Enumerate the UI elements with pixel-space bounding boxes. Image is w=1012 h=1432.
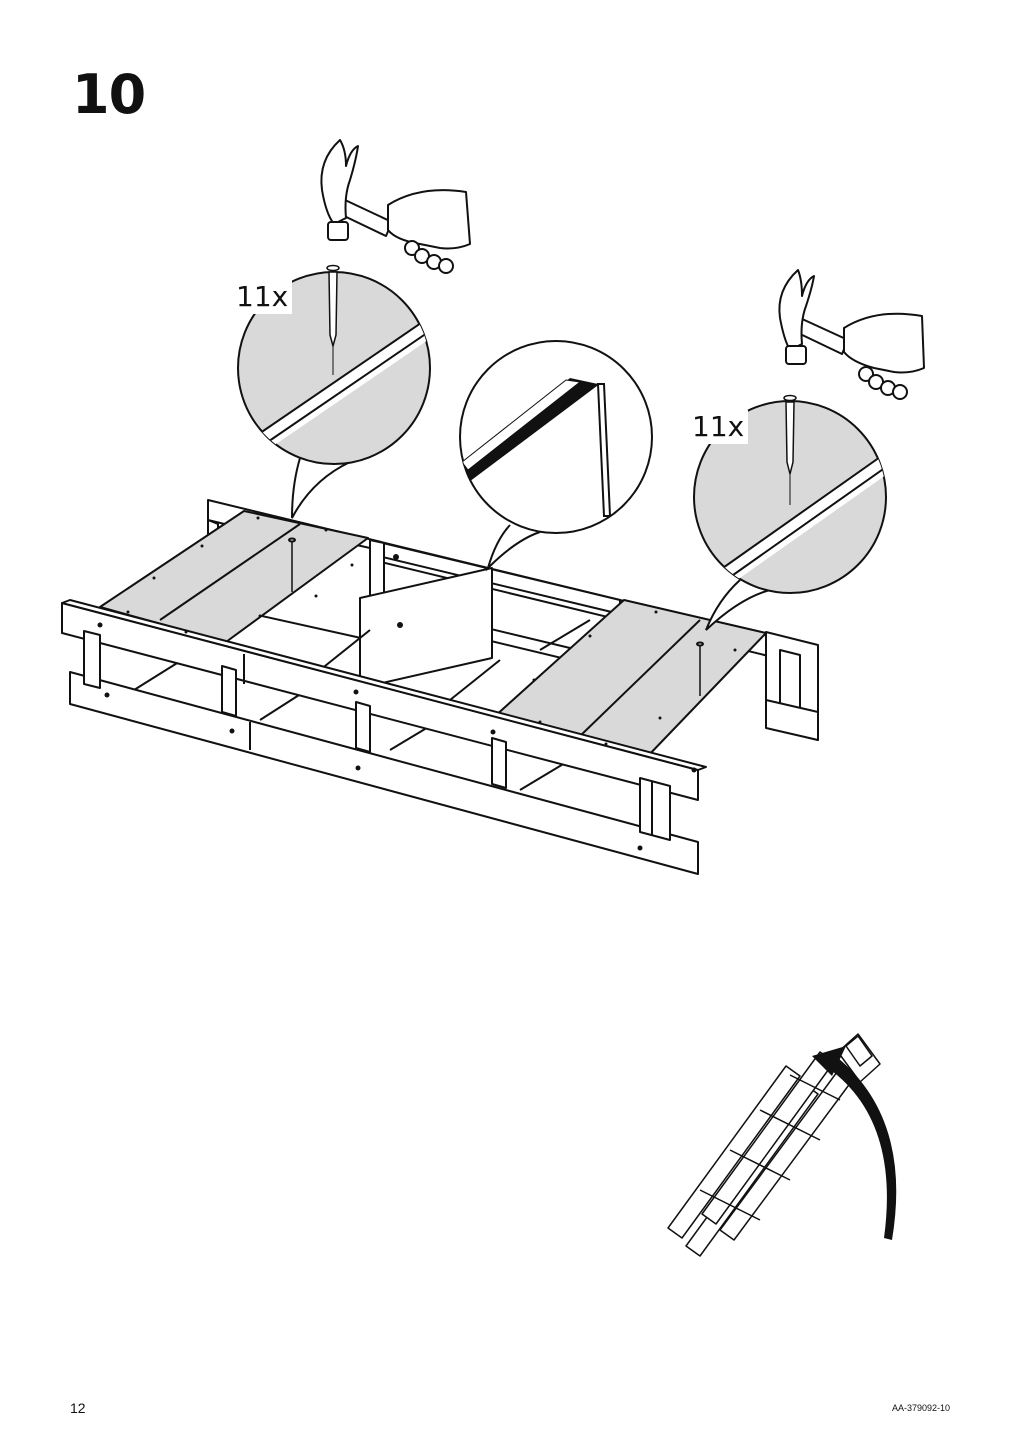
- nail-icon: [288, 537, 296, 592]
- detail-callout-left: [237, 264, 431, 519]
- front-rail-bottom: [69, 671, 699, 875]
- quantity-label-right: 11x: [688, 410, 749, 444]
- bed-frame: [61, 499, 819, 875]
- nail-icon: [696, 641, 704, 696]
- document-code: AA-379092-10: [891, 1403, 950, 1413]
- hammer-icon: [778, 269, 925, 400]
- nail-icon: [783, 394, 797, 505]
- curved-arrow-icon: [812, 1046, 897, 1240]
- screw-holes: [97, 516, 737, 851]
- hammer-icon: [320, 139, 471, 274]
- quantity-label-left: 11x: [232, 280, 293, 314]
- divider-middle: [359, 567, 493, 689]
- step-number: 10: [72, 63, 146, 126]
- page-number: 12: [70, 1400, 86, 1416]
- detail-callout-middle: [459, 340, 653, 572]
- nail-icon: [326, 264, 340, 375]
- detail-callout-right: [693, 394, 887, 631]
